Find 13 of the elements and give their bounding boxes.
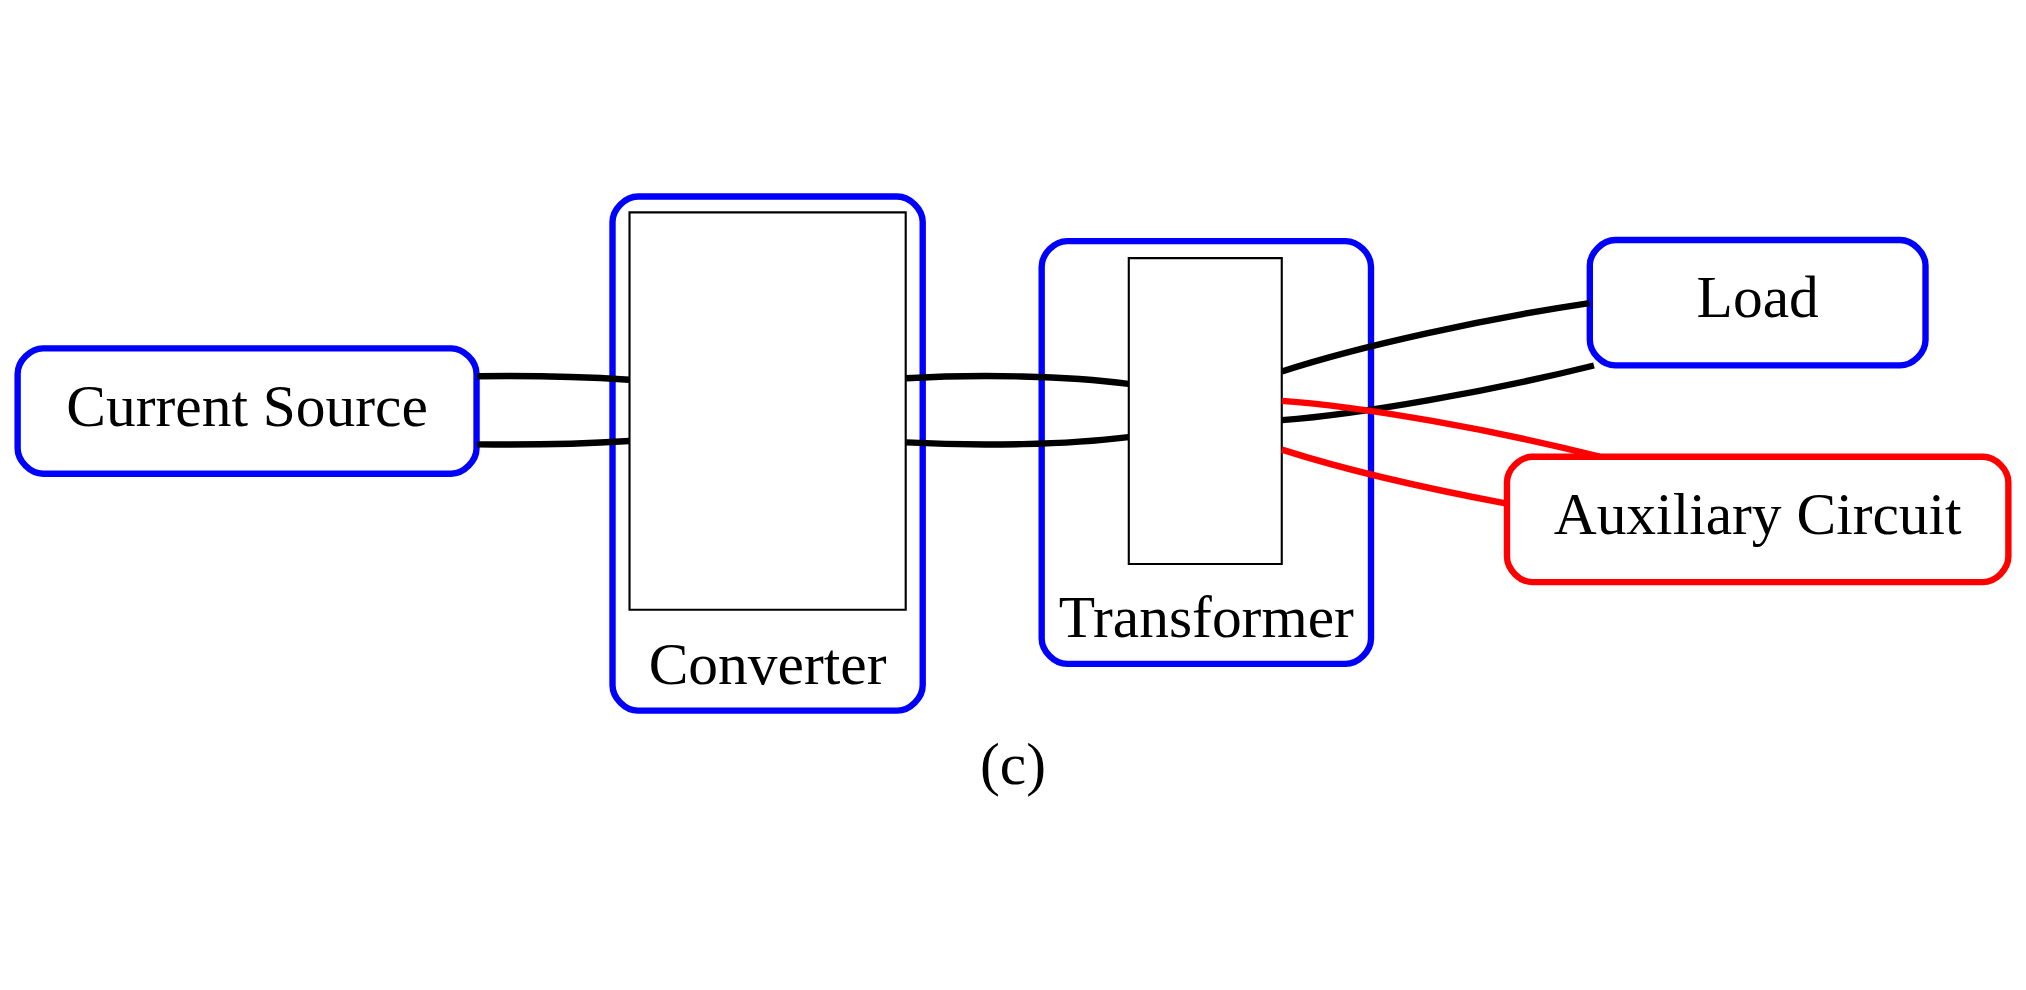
caption: (c) <box>979 730 1047 797</box>
connector <box>1281 362 1595 424</box>
node-box <box>628 211 907 611</box>
connector <box>906 433 1129 448</box>
node-box <box>1127 257 1283 566</box>
connector <box>1281 397 1601 460</box>
cluster: Transformer <box>1038 237 1375 668</box>
connector <box>1280 299 1590 375</box>
node-box: Current Source <box>14 345 480 477</box>
connector <box>906 372 1129 387</box>
node-box: Load <box>1586 236 1929 369</box>
node-box: Auxiliary Circuit <box>1503 453 2012 586</box>
cluster: Converter <box>609 193 926 714</box>
